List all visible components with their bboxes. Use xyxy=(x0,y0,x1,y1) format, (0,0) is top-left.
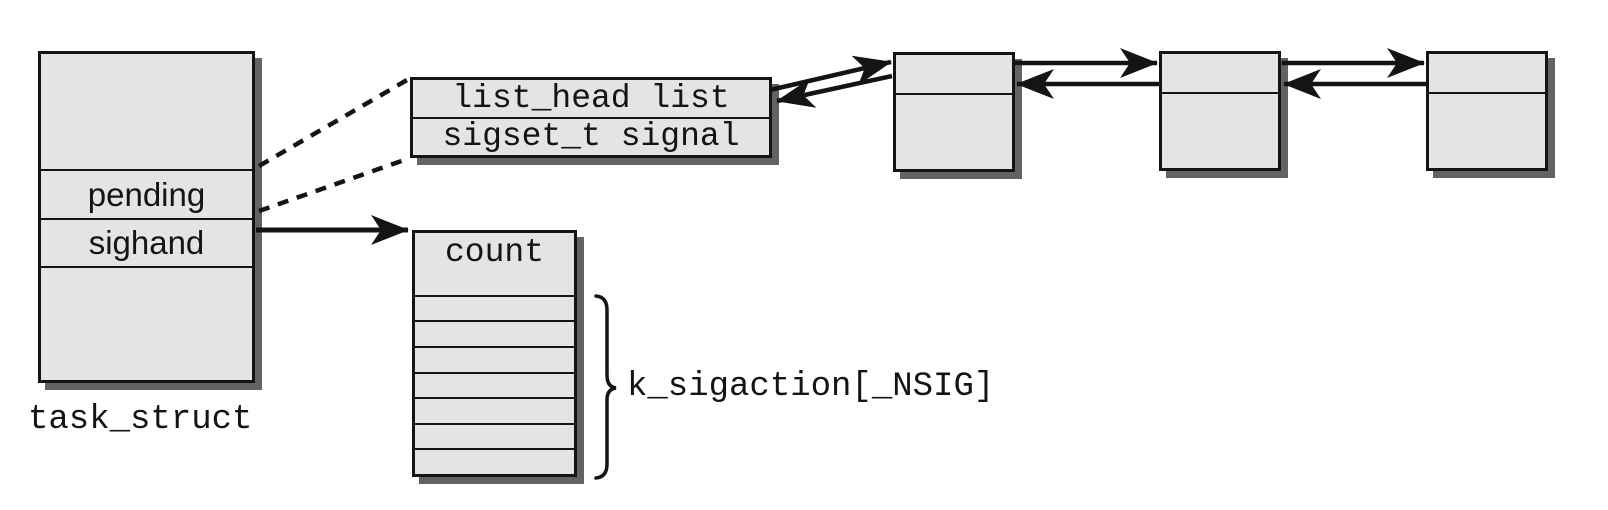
sigpending-row-list-head: list_head list xyxy=(452,80,730,117)
sigqueue-node-3-link-cell xyxy=(1429,54,1545,92)
sigqueue-node-3-data-cell xyxy=(1429,92,1545,168)
sigqueue-node-2-link-cell xyxy=(1162,54,1278,92)
dashed-expansion-line-upper xyxy=(257,78,409,168)
sighand-row-count: count xyxy=(444,233,545,271)
sigpending-box: list_head list sigset_t signal xyxy=(410,77,772,158)
sighand-empty-row xyxy=(415,271,574,295)
sighand-empty-row xyxy=(415,294,574,321)
sigpending-row-sigset: sigset_t signal xyxy=(413,116,769,155)
sigqueue-node-1 xyxy=(893,52,1015,172)
sighand-action-array xyxy=(415,271,574,474)
sighand-empty-row xyxy=(415,422,574,449)
sigqueue-node-2-data-cell xyxy=(1162,92,1278,168)
sighand-empty-row xyxy=(415,448,574,474)
list-next-arrow-0 xyxy=(769,55,892,93)
sighand-empty-row xyxy=(415,397,574,423)
sigqueue-node-1-link-cell xyxy=(896,55,1012,93)
sighand-struct-box: count xyxy=(412,230,577,477)
task-struct-empty-field-bottom xyxy=(41,266,252,380)
sighand-empty-row xyxy=(415,371,574,398)
task-struct-caption: task_struct xyxy=(28,401,253,439)
sighand-empty-row xyxy=(415,320,574,346)
dashed-expansion-line-lower xyxy=(258,156,408,214)
k-sigaction-label: k_sigaction[_NSIG] xyxy=(627,368,995,406)
sigqueue-node-2 xyxy=(1159,51,1281,171)
task-struct-field-sighand: sighand xyxy=(41,218,252,266)
array-brace xyxy=(594,294,617,480)
sigqueue-node-3 xyxy=(1426,51,1548,171)
sigqueue-node-1-data-cell xyxy=(896,93,1012,169)
task-struct-field-pending: pending xyxy=(41,169,252,218)
task-struct-box: pending sighand xyxy=(38,51,255,383)
list-prev-arrow-0 xyxy=(776,73,893,108)
sighand-empty-row xyxy=(415,345,574,372)
task-struct-empty-field-top xyxy=(41,54,252,169)
